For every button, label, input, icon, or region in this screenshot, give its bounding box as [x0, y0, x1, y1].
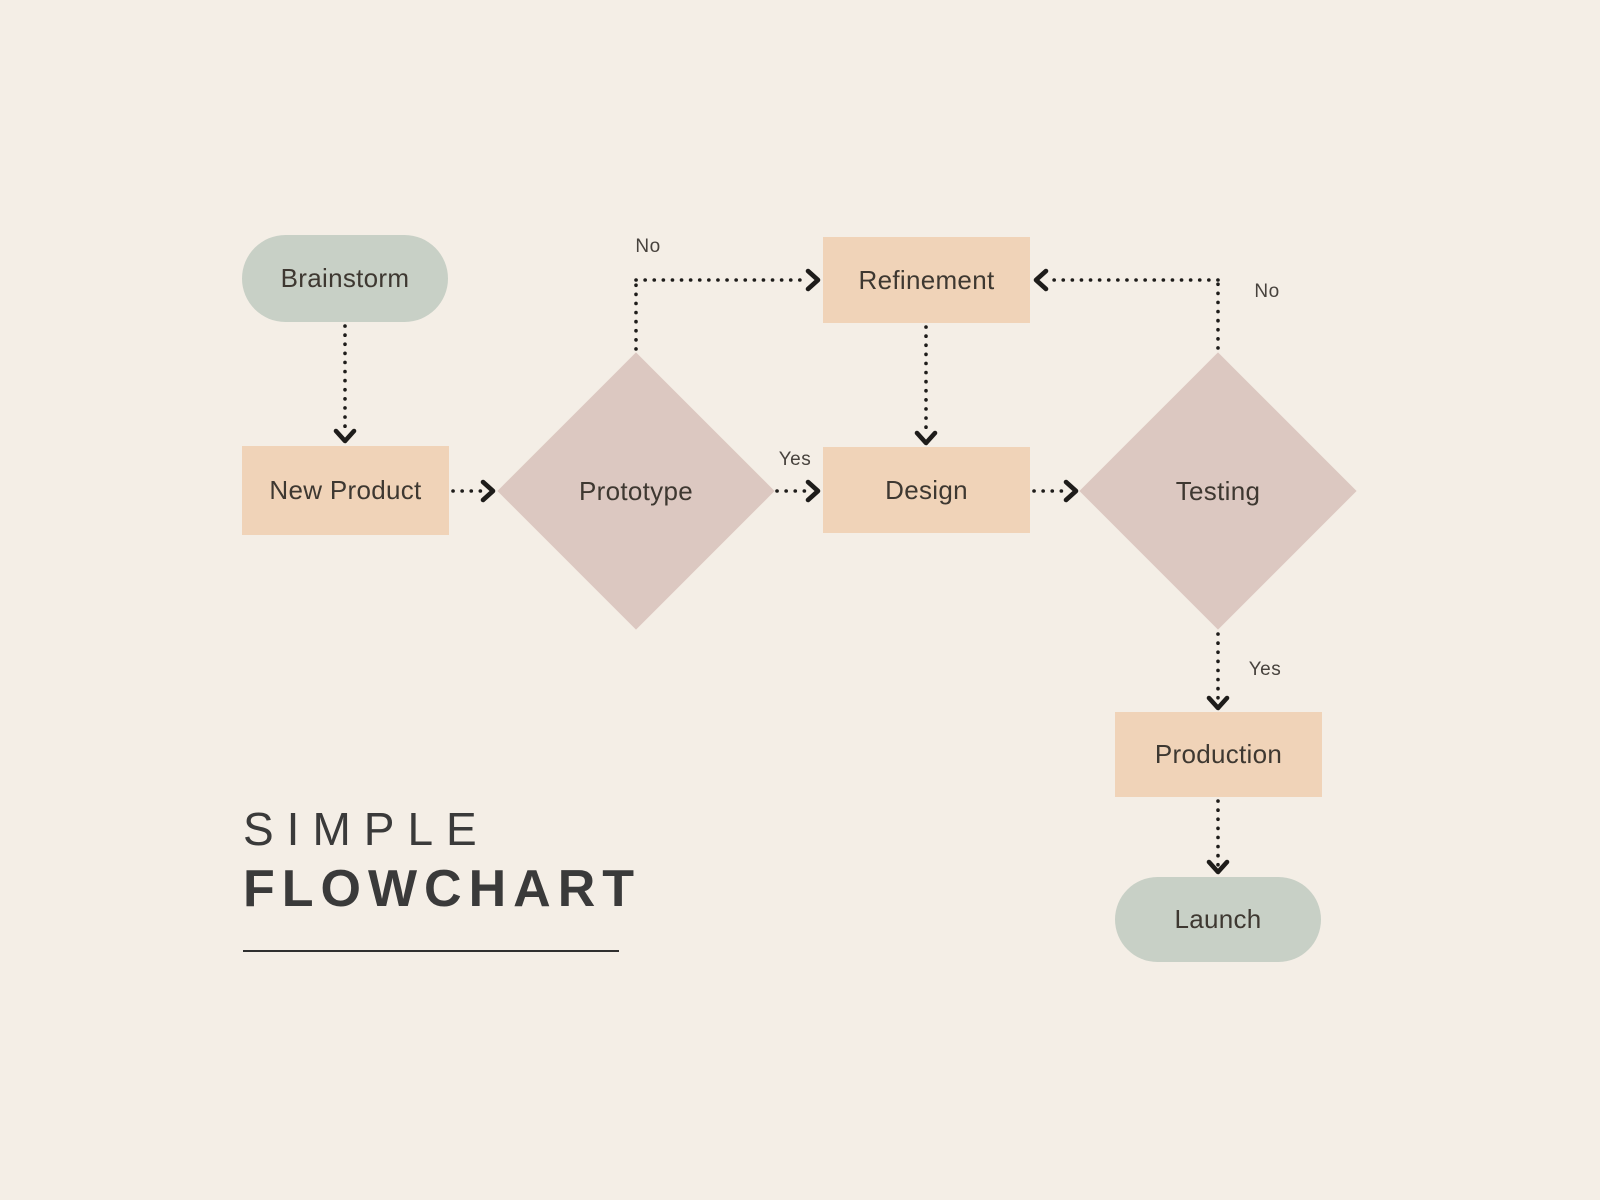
edge-label-testing-yes: Yes	[1248, 659, 1282, 680]
node-refinement: Refinement	[823, 237, 1030, 323]
node-testing-label: Testing	[1175, 475, 1261, 506]
node-brainstorm-label: Brainstorm	[280, 263, 410, 293]
node-design-label: Design	[885, 474, 968, 505]
node-production-label: Production	[1154, 739, 1283, 769]
edge-testing-yes-to-production	[1206, 632, 1230, 711]
node-design: Design	[823, 447, 1030, 533]
edge-refinement-to-design	[914, 325, 938, 446]
node-new-product-label: New Product	[269, 475, 422, 505]
node-new-product: New Product	[242, 446, 449, 535]
title-underline	[243, 950, 619, 952]
title-block: SIMPLE FLOWCHART	[243, 800, 641, 952]
edge-label-prototype-yes: Yes	[778, 449, 812, 470]
edge-new-product-to-prototype	[451, 479, 496, 503]
edge-prototype-no-to-refinement	[634, 268, 821, 351]
title-line-2: FLOWCHART	[243, 860, 642, 918]
node-launch-label: Launch	[1174, 904, 1262, 934]
edge-label-testing-no: No	[1254, 281, 1280, 302]
node-prototype-label: Prototype	[579, 475, 693, 506]
edge-brainstorm-to-new-product	[333, 324, 357, 444]
edge-design-to-testing	[1032, 479, 1079, 503]
node-testing: Testing	[1118, 391, 1318, 591]
title-line-1: SIMPLE	[243, 803, 490, 855]
node-refinement-label: Refinement	[858, 264, 995, 295]
node-brainstorm: Brainstorm	[242, 235, 448, 322]
node-production: Production	[1115, 712, 1322, 797]
edge-label-prototype-no: No	[635, 236, 661, 257]
node-prototype: Prototype	[536, 391, 736, 591]
edge-prototype-yes-to-design	[775, 479, 821, 503]
edge-testing-no-to-refinement	[1033, 268, 1220, 350]
edge-production-to-launch	[1206, 799, 1230, 875]
node-launch: Launch	[1115, 877, 1321, 962]
